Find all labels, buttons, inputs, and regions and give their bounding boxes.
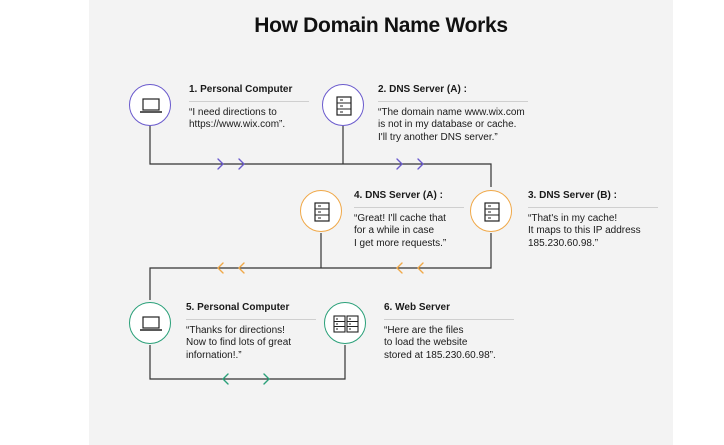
- laptop-icon: [140, 98, 162, 113]
- step-5-label: 5. Personal Computer “Thanks for directi…: [186, 302, 316, 362]
- arrows-left-middle: [217, 262, 424, 274]
- step-4-quote: “Great! I'll cache that for a while in c…: [354, 212, 447, 249]
- step-3-label: 3. DNS Server (B) : “That's in my cache!…: [528, 190, 658, 250]
- server-icon: [484, 202, 500, 222]
- web-server-icon: [333, 315, 359, 333]
- arrows-right-top: [217, 158, 424, 170]
- arrows-bidirectional-bottom: [222, 373, 270, 385]
- node-dns-server-a: [322, 84, 364, 126]
- laptop-icon: [140, 316, 162, 331]
- step-3-quote: “That's in my cache! It maps to this IP …: [528, 212, 641, 249]
- step-2-label: 2. DNS Server (A) : “The domain name www…: [378, 84, 528, 144]
- step-2-quote: “The domain name www.wix.com is not in m…: [378, 106, 525, 143]
- node-dns-server-a-return: [300, 190, 342, 232]
- line-pc-to-web: [149, 345, 346, 380]
- step-1-label: 1. Personal Computer “I need directions …: [189, 84, 309, 132]
- step-4-heading: 4. DNS Server (A) :: [354, 190, 464, 208]
- step-5-quote: “Thanks for directions! Now to find lots…: [186, 324, 292, 361]
- line-pc-to-dns-a: [149, 126, 492, 187]
- server-icon: [336, 96, 352, 116]
- step-3-heading: 3. DNS Server (B) :: [528, 190, 658, 208]
- node-dns-server-b: [470, 190, 512, 232]
- diagram-title: How Domain Name Works: [254, 14, 508, 37]
- server-icon: [314, 202, 330, 222]
- step-1-heading: 1. Personal Computer: [189, 84, 309, 102]
- step-6-label: 6. Web Server “Here are the files to loa…: [384, 302, 514, 362]
- node-web-server: [324, 302, 366, 344]
- step-2-heading: 2. DNS Server (A) :: [378, 84, 528, 102]
- diagram-panel: [89, 0, 673, 445]
- step-1-quote: “I need directions to https://www.wix.co…: [189, 106, 286, 131]
- node-personal-computer-5: [129, 302, 171, 344]
- step-6-heading: 6. Web Server: [384, 302, 514, 320]
- step-4-label: 4. DNS Server (A) : “Great! I'll cache t…: [354, 190, 464, 250]
- step-6-quote: “Here are the files to load the website …: [384, 324, 496, 361]
- node-personal-computer-1: [129, 84, 171, 126]
- step-5-heading: 5. Personal Computer: [186, 302, 316, 320]
